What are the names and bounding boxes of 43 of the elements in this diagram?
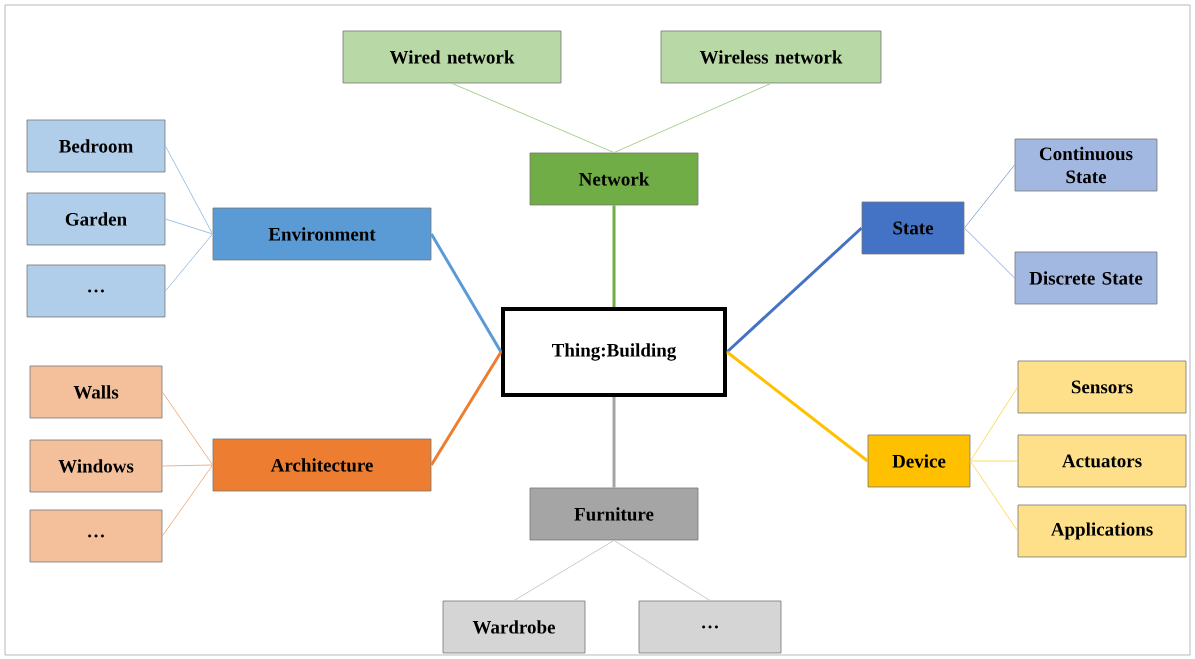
subcategory-box: Wireless network (660, 30, 882, 84)
connector-line (726, 226, 863, 354)
subcategory-box: Actuators (1017, 434, 1187, 488)
category-box: Furniture (529, 487, 699, 541)
central-box: Thing:Building (501, 307, 727, 397)
category-box: State (861, 201, 965, 255)
category-box: Architecture (212, 438, 432, 492)
category-box: Device (867, 434, 971, 488)
connector-line (726, 350, 869, 463)
subcategory-box: Bedroom (26, 119, 166, 173)
connector-line (963, 227, 1016, 279)
connector-line (963, 164, 1016, 229)
connector-line (969, 386, 1019, 462)
connector-line (451, 82, 615, 154)
category-box: Network (529, 152, 699, 206)
connector-line (164, 218, 214, 235)
connector-line (430, 233, 503, 353)
connector-line (613, 82, 772, 154)
subcategory-box: … (29, 509, 163, 563)
subcategory-box: Discrete State (1014, 251, 1158, 305)
connector-line (164, 233, 214, 292)
subcategory-box: Garden (26, 192, 166, 246)
subcategory-box: Applications (1017, 504, 1187, 558)
connector-line (613, 539, 711, 602)
subcategory-box: Wired network (342, 30, 562, 84)
connector-line (430, 351, 503, 466)
subcategory-box: … (638, 600, 782, 654)
subcategory-box: Windows (29, 439, 163, 493)
subcategory-box: Walls (29, 365, 163, 419)
subcategory-box: Continuous State (1014, 138, 1158, 192)
category-box: Environment (212, 207, 432, 261)
connector-line (164, 145, 214, 235)
connector-line (161, 464, 214, 537)
connector-line (513, 539, 615, 602)
connector-line (612, 397, 616, 488)
subcategory-box: … (26, 264, 166, 318)
connector-line (612, 205, 616, 307)
subcategory-box: Sensors (1017, 360, 1187, 414)
connector-line (161, 464, 214, 467)
connector-line (161, 391, 214, 466)
connector-line (969, 460, 1019, 532)
connector-line (969, 460, 1019, 462)
subcategory-box: Wardrobe (442, 600, 586, 654)
